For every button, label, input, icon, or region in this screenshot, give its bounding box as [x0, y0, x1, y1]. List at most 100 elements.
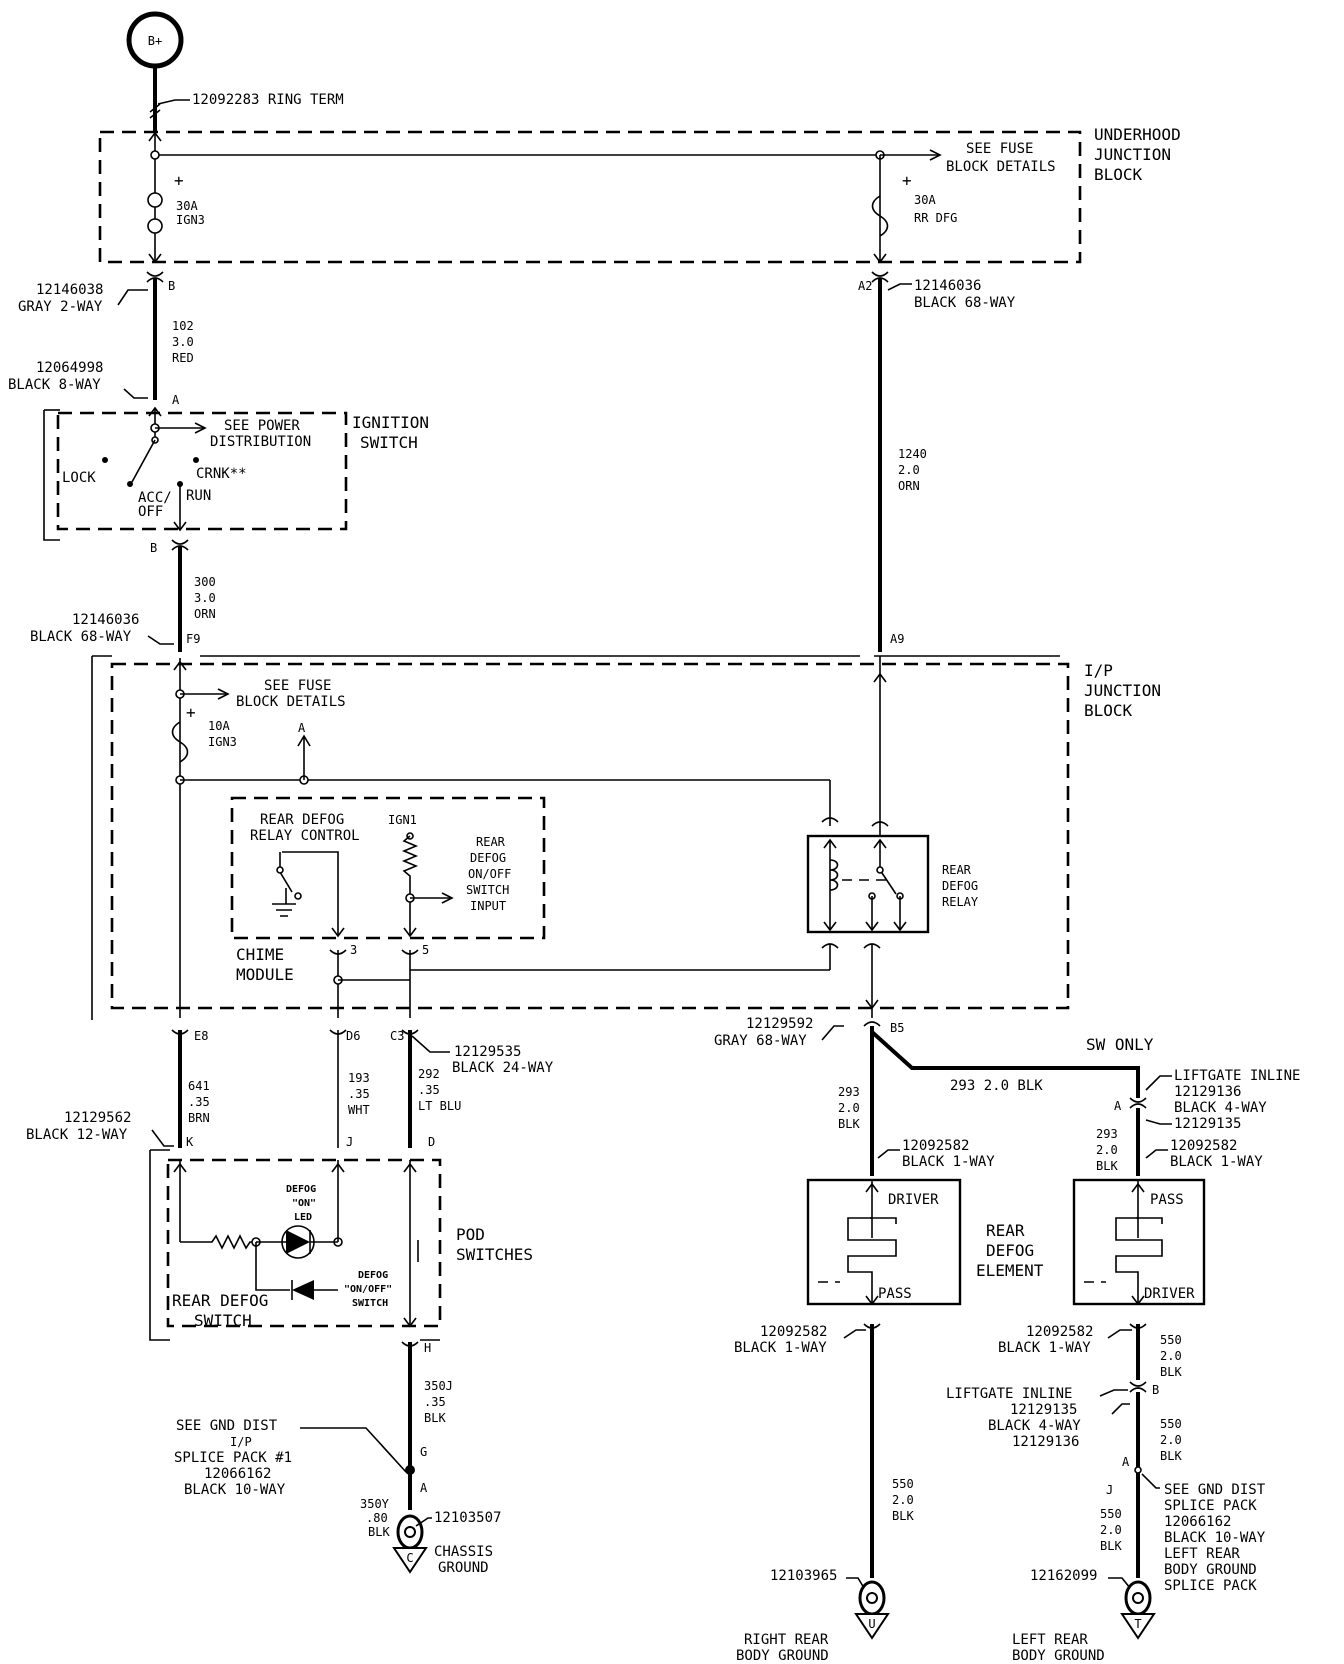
- svg-text:+: +: [902, 171, 912, 190]
- underhood-label-1: UNDERHOOD: [1094, 125, 1181, 144]
- defog-switch-label-1: DEFOG: [358, 1270, 388, 1281]
- left-ground-icon: [1120, 1613, 1156, 1640]
- wire-350j-gauge: .35: [424, 1395, 446, 1409]
- wire-550b-gauge: 2.0: [1160, 1349, 1182, 1363]
- liftgate-pin-a: A: [1114, 1099, 1122, 1113]
- connector-c9-part: 12092582: [1170, 1138, 1237, 1154]
- right-ground-icon: [854, 1613, 890, 1640]
- chassis-ground-label-2: GROUND: [438, 1560, 489, 1576]
- gnd-ip-4: 12066162: [204, 1466, 271, 1482]
- ignition-label-2: SWITCH: [360, 433, 418, 452]
- pin-d: D: [428, 1135, 435, 1149]
- wire-550d-num: 550: [1100, 1507, 1122, 1521]
- wire-641-color: BRN: [188, 1111, 210, 1125]
- connector-c6-part: 12129592: [746, 1016, 813, 1032]
- wire-350y-gauge: .80: [366, 1511, 388, 1525]
- pin-a-ignition: A: [172, 393, 180, 407]
- connector-c2-part: 12146036: [914, 278, 981, 294]
- liftgate-b-3: BLACK 4-WAY: [988, 1418, 1081, 1434]
- wire-293a-gauge: 2.0: [838, 1101, 860, 1115]
- element-driver-top: DRIVER: [888, 1192, 939, 1208]
- relay-control-b: RELAY CONTROL: [250, 828, 360, 844]
- element-label-2: DEFOG: [986, 1241, 1034, 1260]
- connector-c1-part: 12146038: [36, 282, 103, 298]
- wire-193-num: 193: [348, 1071, 370, 1085]
- chime-label-2: MODULE: [236, 965, 294, 984]
- left-ground-label-1: LEFT REAR: [1012, 1632, 1088, 1648]
- gnd-left-6: BODY GROUND: [1164, 1562, 1257, 1578]
- wire-300-gauge: 3.0: [194, 591, 216, 605]
- connector-c5-part: 12129535: [454, 1044, 521, 1060]
- wire-550b-color: BLK: [1160, 1365, 1182, 1379]
- wire-350j-color: BLK: [424, 1411, 446, 1425]
- pin-a-splice: A: [420, 1481, 428, 1495]
- see-power-b: DISTRIBUTION: [210, 434, 311, 450]
- wire-300-num: 300: [194, 575, 216, 589]
- connector-c3-part: 12064998: [36, 360, 103, 376]
- led-label-3: LED: [294, 1212, 312, 1223]
- liftgate-a-1: LIFTGATE INLINE: [1174, 1068, 1300, 1084]
- wire-550a-num: 550: [892, 1477, 914, 1491]
- connector-c10-part: 12092582: [760, 1324, 827, 1340]
- rear-defog-switch-label-2: SWITCH: [194, 1311, 252, 1330]
- right-ground-letter: U: [868, 1617, 875, 1631]
- chime-module: [230, 796, 546, 940]
- right-ground-label-1: RIGHT REAR: [744, 1632, 829, 1648]
- wire-292-num: 292: [418, 1067, 440, 1081]
- see-fuse-block-1b: BLOCK DETAILS: [946, 159, 1056, 175]
- wire-641-num: 641: [188, 1079, 210, 1093]
- ignition-run: RUN: [186, 488, 211, 504]
- pin-3: 3: [350, 943, 357, 957]
- wire-300-color: ORN: [194, 607, 216, 621]
- battery-label: B+: [148, 34, 162, 48]
- ip-label-2: JUNCTION: [1084, 681, 1161, 700]
- relay-control-a: REAR DEFOG: [260, 812, 344, 828]
- gnd-left-1: SEE GND DIST: [1164, 1482, 1266, 1498]
- switch-input-1: REAR: [476, 835, 506, 849]
- element-label-1: REAR: [986, 1221, 1025, 1240]
- defog-switch-label-3: SWITCH: [352, 1298, 388, 1309]
- see-fuse-block-1a: SEE FUSE: [966, 141, 1033, 157]
- fuse-10a-ign3: IGN3: [208, 735, 237, 749]
- liftgate-b-4: 12129136: [1012, 1434, 1079, 1450]
- chime-label-1: CHIME: [236, 945, 284, 964]
- liftgate-a-4: 12129135: [1174, 1116, 1241, 1132]
- wire-1240-color: ORN: [898, 479, 920, 493]
- pin-b-ignition-out: B: [150, 541, 157, 555]
- pin-a9: A9: [890, 632, 904, 646]
- switch-input-2: DEFOG: [470, 851, 506, 865]
- fuse-rr-dfg-label: RR DFG: [914, 211, 957, 225]
- left-ground-part: 12162099: [1030, 1568, 1097, 1584]
- pin-k: K: [186, 1135, 194, 1149]
- gnd-left-4: BLACK 10-WAY: [1164, 1530, 1266, 1546]
- left-ground-label-2: BODY GROUND: [1012, 1648, 1105, 1664]
- ignition-off: OFF: [138, 504, 163, 520]
- connector-c1-desc: GRAY 2-WAY: [18, 299, 103, 315]
- wire-102-color: RED: [172, 351, 194, 365]
- ignition-crank: CRNK**: [196, 466, 247, 482]
- pin-d6: D6: [346, 1029, 360, 1043]
- gnd-ip-3: SPLICE PACK #1: [174, 1450, 292, 1466]
- pin-c3: C3: [390, 1029, 404, 1043]
- pin-a2: A2: [858, 279, 872, 293]
- connector-c8-part: 12092582: [902, 1138, 969, 1154]
- wire-193-color: WHT: [348, 1103, 370, 1117]
- wire-550c-gauge: 2.0: [1160, 1433, 1182, 1447]
- gnd-ip-1: SEE GND DIST: [176, 1418, 278, 1434]
- pod-label-1: POD: [456, 1225, 485, 1244]
- fuse-rr-dfg-30a: 30A: [914, 193, 936, 207]
- pod-label-2: SWITCHES: [456, 1245, 533, 1264]
- wire-550a-gauge: 2.0: [892, 1493, 914, 1507]
- underhood-junction-block: [98, 130, 1082, 264]
- element-pass-top: PASS: [1150, 1192, 1184, 1208]
- switch-input-4: SWITCH: [466, 883, 509, 897]
- wire-350y-color: BLK: [368, 1525, 390, 1539]
- fuse-10a: 10A: [208, 719, 230, 733]
- pin-5: 5: [422, 943, 429, 957]
- connector-c9-desc: BLACK 1-WAY: [1170, 1154, 1263, 1170]
- rear-defog-element-driver: [806, 1178, 962, 1306]
- wire-102-gauge: 3.0: [172, 335, 194, 349]
- ignition-lock: LOCK: [62, 470, 96, 486]
- wire-1240-gauge: 2.0: [898, 463, 920, 477]
- fuse-ign3-label: IGN3: [176, 213, 205, 227]
